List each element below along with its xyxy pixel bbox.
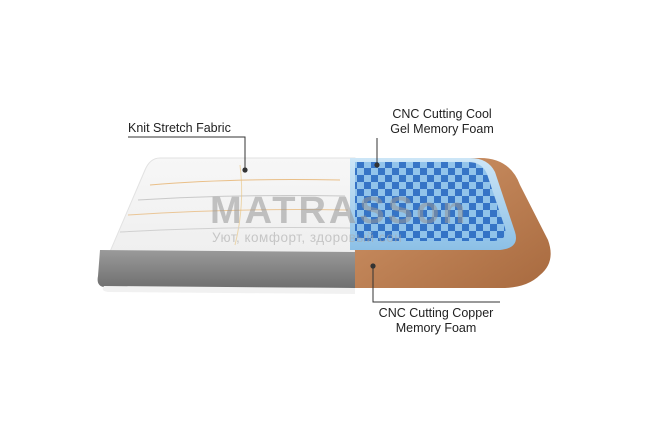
fabric-bottom-edge xyxy=(102,286,356,294)
watermark-brand: MATRASSon xyxy=(210,190,469,232)
leader-gel xyxy=(374,138,380,168)
gel-foam-section xyxy=(350,158,516,250)
label-cool-gel-memory-foam: CNC Cutting Cool Gel Memory Foam xyxy=(390,107,494,136)
leader-copper xyxy=(370,263,500,303)
leader-knit xyxy=(128,136,248,173)
gel-cube-grid xyxy=(355,162,506,241)
watermark-tagline: Уют, комфорт, здоровый сон xyxy=(212,230,403,245)
fabric-side-band xyxy=(97,250,355,288)
fabric-pillow xyxy=(97,157,356,294)
label-copper-memory-foam: CNC Cutting Copper Memory Foam xyxy=(378,306,494,335)
label-knit-stretch-fabric: Knit Stretch Fabric xyxy=(128,121,231,135)
